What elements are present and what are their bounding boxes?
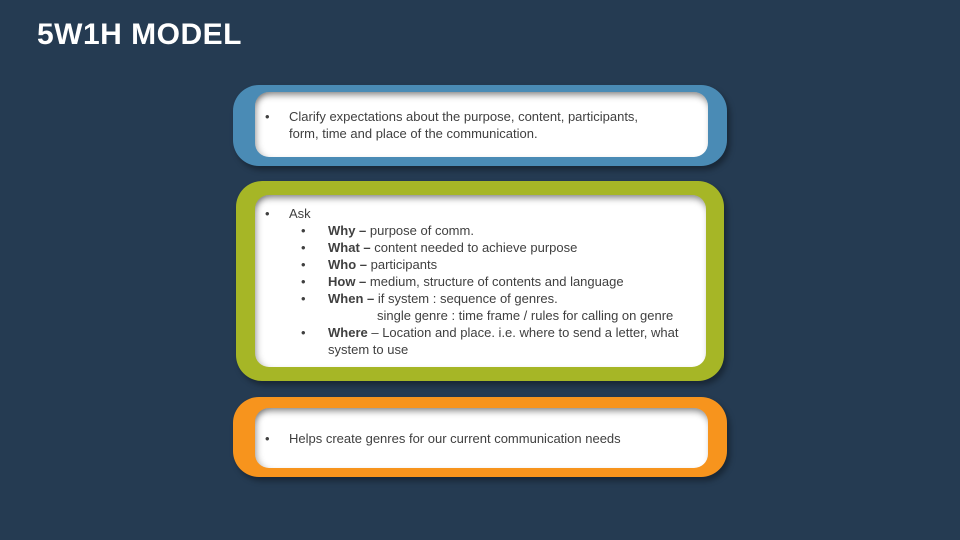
ask-label: Ask — [289, 206, 311, 221]
when-desc: if system : sequence of genres. — [374, 291, 558, 306]
when-keyword: When – — [328, 291, 375, 306]
ask-sublist: • Why – purpose of comm. • What – conten… — [255, 222, 706, 358]
where-keyword: Where — [328, 325, 368, 340]
bullet-icon: • — [265, 430, 270, 446]
box-helps-panel: • Helps create genres for our current co… — [255, 408, 708, 468]
clarify-bullet-row: • Clarify expectations about the purpose… — [255, 108, 671, 142]
bullet-icon: • — [301, 257, 306, 272]
list-item-who: • Who – participants — [301, 256, 706, 273]
bullet-icon: • — [301, 291, 306, 306]
bullet-icon: • — [301, 240, 306, 255]
box-clarify-panel: • Clarify expectations about the purpose… — [255, 92, 708, 157]
how-keyword: How – — [328, 274, 367, 289]
what-text: What – content needed to achieve purpose — [328, 239, 696, 256]
list-item-when: • When – if system : sequence of genres.… — [301, 290, 706, 324]
bullet-icon: • — [301, 325, 306, 340]
when-continuation: single genre : time frame / rules for ca… — [377, 308, 674, 323]
box-helps-frame: • Helps create genres for our current co… — [233, 397, 727, 477]
ask-label-row: • Ask — [255, 205, 706, 222]
list-item-how: • How – medium, structure of contents an… — [301, 273, 706, 290]
list-item-where: • Where – Location and place. i.e. where… — [301, 324, 706, 358]
clarify-text: Clarify expectations about the purpose, … — [289, 108, 639, 141]
bullet-icon: • — [265, 206, 270, 221]
who-desc: participants — [367, 257, 438, 272]
who-text: Who – participants — [328, 256, 696, 273]
list-item-what: • What – content needed to achieve purpo… — [301, 239, 706, 256]
where-desc: – Location and place. i.e. where to send… — [328, 325, 679, 357]
bullet-icon: • — [265, 108, 270, 124]
helps-bullet-row: • Helps create genres for our current co… — [255, 430, 671, 447]
who-keyword: Who – — [328, 257, 367, 272]
why-keyword: Why – — [328, 223, 367, 238]
how-desc: medium, structure of contents and langua… — [366, 274, 624, 289]
where-text: Where – Location and place. i.e. where t… — [328, 324, 696, 358]
why-desc: purpose of comm. — [366, 223, 474, 238]
why-text: Why – purpose of comm. — [328, 222, 696, 239]
helps-text: Helps create genres for our current comm… — [289, 430, 621, 446]
bullet-icon: • — [301, 274, 306, 289]
box-clarify-frame: • Clarify expectations about the purpose… — [233, 85, 727, 166]
list-item-why: • Why – purpose of comm. — [301, 222, 706, 239]
page-title: 5W1H MODEL — [37, 18, 243, 51]
bullet-icon: • — [301, 223, 306, 238]
how-text: How – medium, structure of contents and … — [328, 273, 696, 290]
box-ask-frame: • Ask • Why – purpose of comm. • What – … — [236, 181, 724, 381]
when-text: When – if system : sequence of genres. s… — [328, 290, 696, 324]
what-keyword: What – — [328, 240, 371, 255]
what-desc: content needed to achieve purpose — [370, 240, 578, 255]
box-ask-panel: • Ask • Why – purpose of comm. • What – … — [255, 195, 706, 367]
